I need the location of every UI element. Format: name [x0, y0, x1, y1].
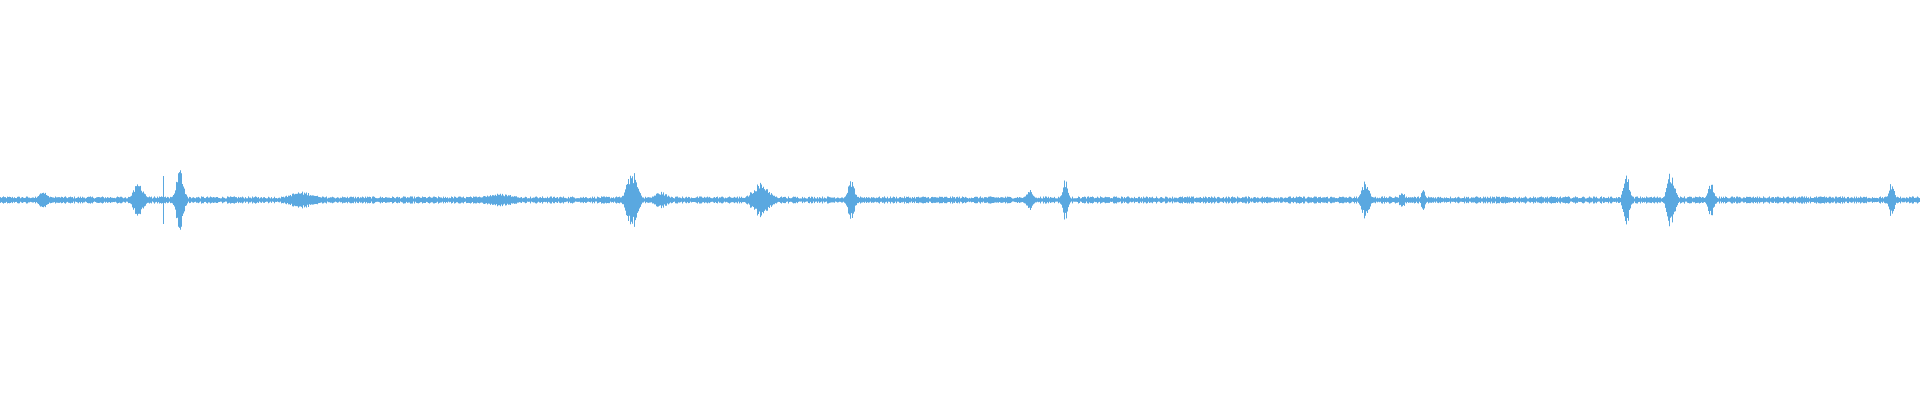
waveform-trace: [0, 170, 1920, 230]
